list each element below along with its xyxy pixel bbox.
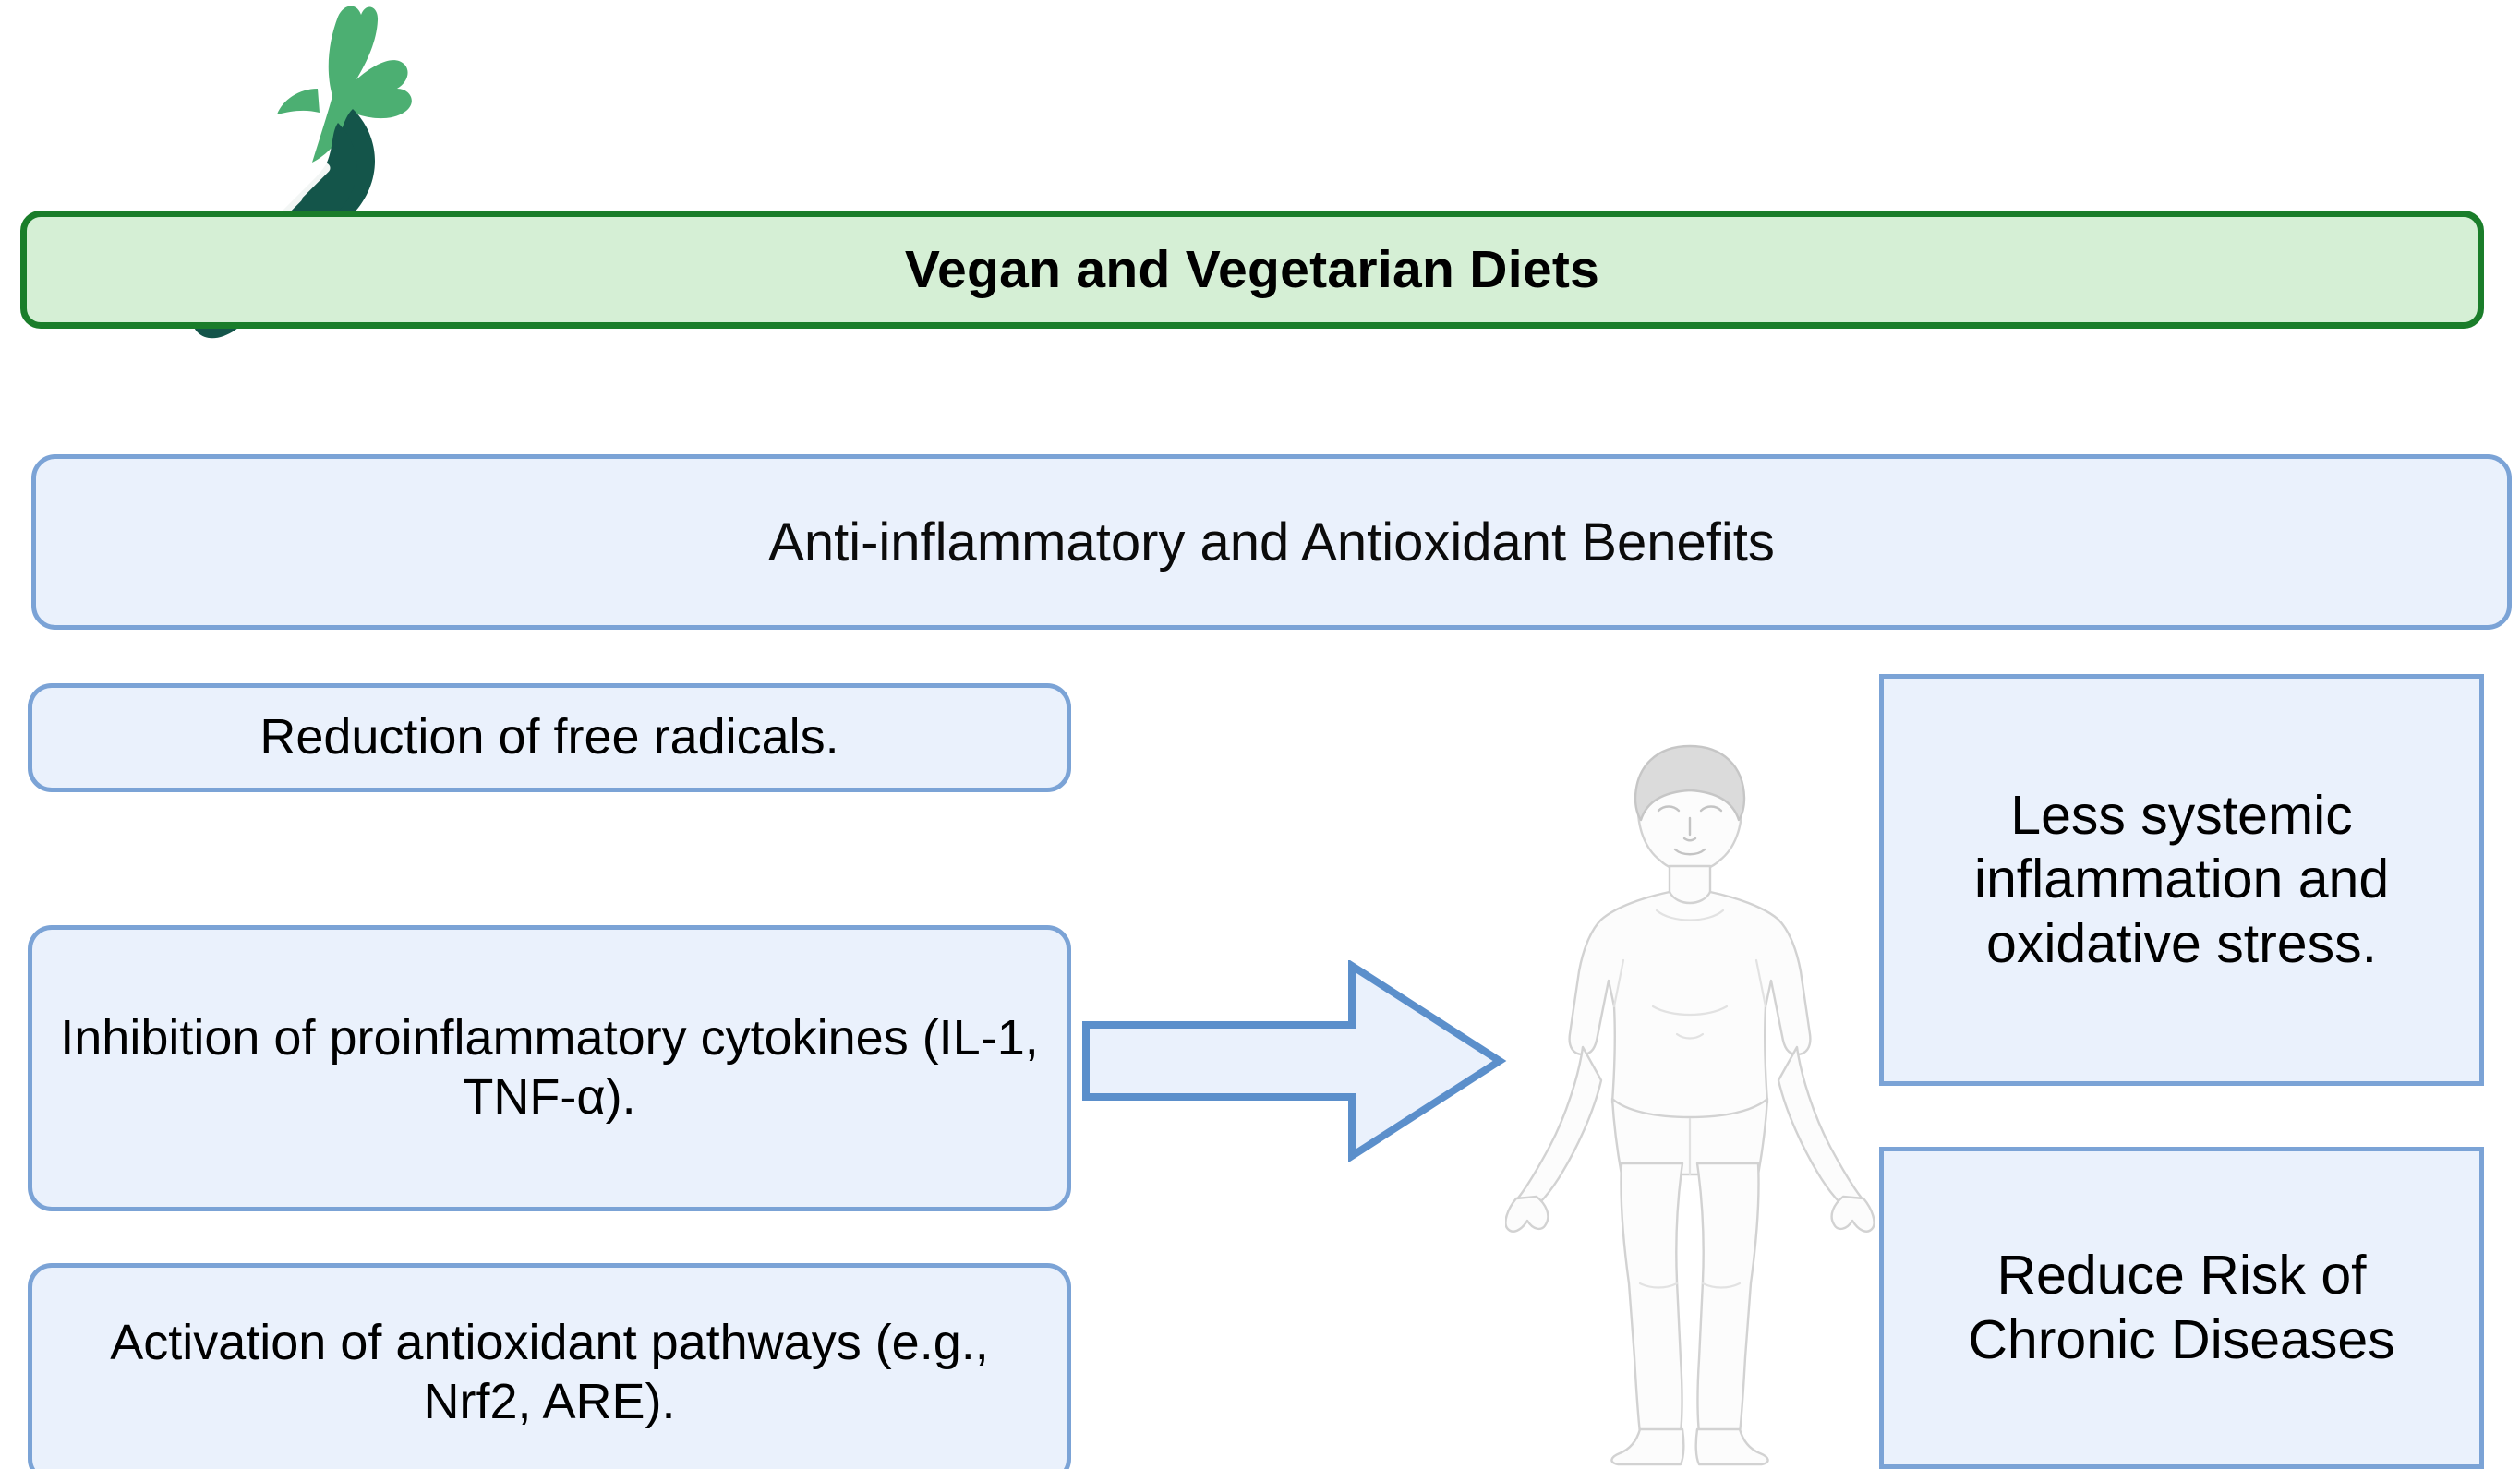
mechanism-box-reduction-of-free-radicals: Reduction of free radicals.	[28, 683, 1071, 792]
human-body-figure-icon	[1505, 744, 1875, 1466]
mechanism-box-activation-of-antioxidant-pathways: Activation of antioxidant pathways (e.g.…	[28, 1263, 1071, 1469]
mechanism-label: Reduction of free radicals.	[259, 709, 839, 765]
subheader-title: Anti-inflammatory and Antioxidant Benefi…	[768, 512, 1775, 572]
outcome-box-less-inflammation: Less systemic inflammation and oxidative…	[1879, 674, 2484, 1086]
subheader-banner: Anti-inflammatory and Antioxidant Benefi…	[31, 454, 2512, 630]
mechanism-label: Activation of antioxidant pathways (e.g.…	[110, 1315, 989, 1429]
page-title: Vegan and Vegetarian Diets	[904, 240, 1600, 299]
outcome-label: Reduce Risk of Chronic Diseases	[1968, 1245, 2395, 1370]
mechanism-box-inhibition-of-cytokines: Inhibition of proinflammatory cytokines …	[28, 925, 1071, 1211]
outcome-box-reduce-risk-chronic-diseases: Reduce Risk of Chronic Diseases	[1879, 1147, 2484, 1469]
outcome-label: Less systemic inflammation and oxidative…	[1973, 785, 2390, 974]
header-banner: Vegan and Vegetarian Diets	[20, 211, 2484, 329]
right-arrow-icon	[1082, 960, 1507, 1162]
mechanism-label: Inhibition of proinflammatory cytokines …	[60, 1010, 1039, 1125]
carrot-icon	[191, 6, 412, 339]
